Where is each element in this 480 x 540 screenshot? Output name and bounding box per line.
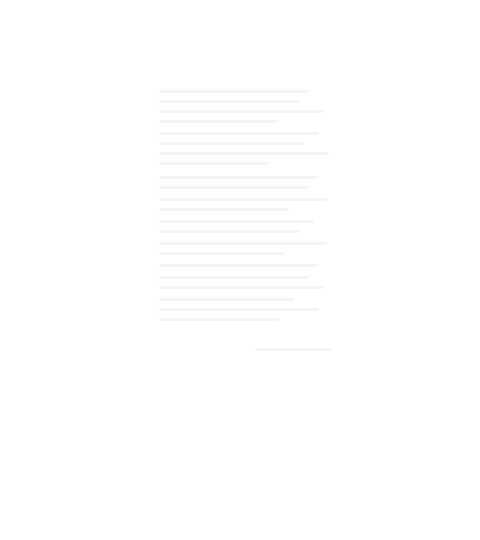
faded-text-line — [159, 110, 324, 113]
faded-text-line — [159, 318, 279, 321]
faded-text-line — [159, 162, 269, 165]
faded-text-line — [159, 242, 327, 245]
faded-text-line — [159, 298, 294, 301]
faded-text-line — [159, 220, 314, 223]
faded-footer-line — [255, 348, 331, 351]
faded-text-line — [159, 198, 327, 201]
faded-text-line — [159, 132, 319, 135]
faded-text-line — [159, 142, 304, 145]
faded-text-line — [159, 90, 309, 93]
faded-text-line — [159, 276, 309, 279]
faded-text-line — [159, 252, 284, 255]
faded-text-line — [159, 230, 299, 233]
faded-text-line — [159, 264, 319, 267]
faded-text-line — [159, 186, 309, 189]
faded-text-line — [159, 286, 324, 289]
faded-text-line — [159, 176, 319, 179]
faded-text-line — [159, 120, 279, 123]
faded-text-line — [159, 308, 319, 311]
faded-text-line — [159, 208, 289, 211]
faded-text-line — [159, 152, 329, 155]
faded-document-page — [159, 86, 335, 356]
faded-text-line — [159, 100, 299, 103]
